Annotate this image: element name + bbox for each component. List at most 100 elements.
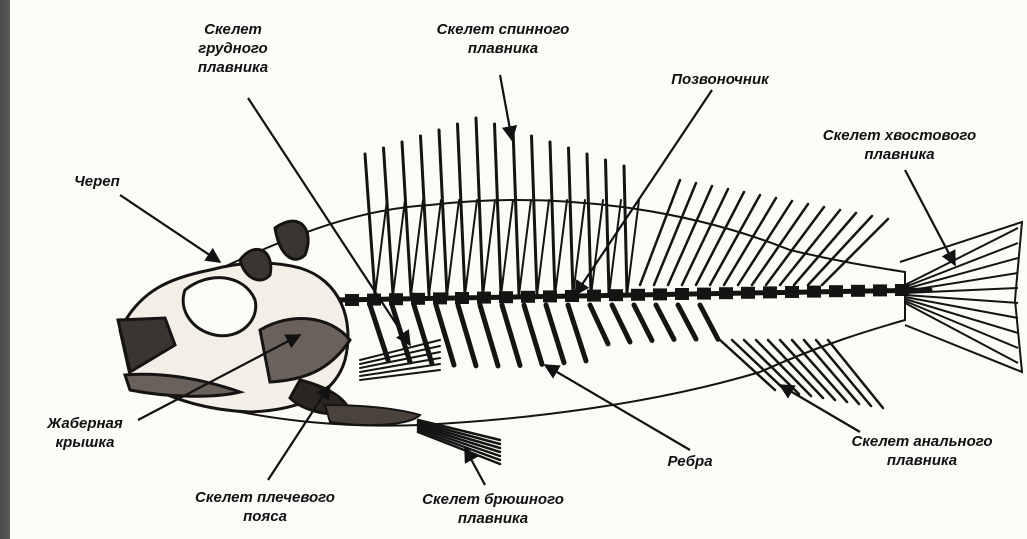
soft-dorsal-ray bbox=[738, 201, 792, 285]
label-anal-fin: Скелет анального плавника bbox=[822, 432, 1022, 470]
rib bbox=[436, 305, 454, 365]
dorsal-spine bbox=[532, 136, 538, 295]
label-dorsal-fin: Скелет спинного плавника bbox=[418, 20, 588, 58]
pterygiophore bbox=[411, 200, 423, 295]
caudal-ray bbox=[905, 295, 1018, 303]
vertebra bbox=[433, 292, 447, 304]
soft-dorsal-fin-rays bbox=[640, 180, 888, 285]
dorsal-spine bbox=[569, 148, 574, 295]
rib bbox=[524, 305, 542, 364]
rib bbox=[546, 305, 564, 363]
ribs bbox=[360, 305, 718, 380]
pterygiophore bbox=[519, 200, 531, 295]
soft-dorsal-ray bbox=[794, 213, 856, 285]
pterygiophore bbox=[483, 200, 495, 295]
label-ribs: Ребра bbox=[650, 452, 730, 471]
dorsal-fin-rays bbox=[365, 118, 639, 295]
rib bbox=[502, 305, 520, 365]
caudal-ray bbox=[905, 299, 1018, 333]
pterygiophore bbox=[609, 200, 621, 295]
pterygiophore bbox=[501, 200, 513, 295]
vertebra bbox=[719, 287, 733, 299]
label-operculum: Жаберная крышка bbox=[30, 414, 140, 452]
caudal-ray bbox=[905, 303, 1018, 363]
pterygiophore bbox=[591, 200, 603, 295]
label-line: плавника bbox=[178, 58, 288, 77]
rib bbox=[634, 305, 652, 340]
pterygiophore bbox=[429, 200, 441, 295]
vertebra bbox=[697, 288, 711, 300]
rib bbox=[700, 305, 718, 339]
anal-ray bbox=[720, 340, 775, 390]
label-pelvic-fin: Скелет брюшного плавника bbox=[398, 490, 588, 528]
label-skull: Череп bbox=[62, 172, 132, 191]
skull bbox=[118, 221, 350, 414]
label-line: крышка bbox=[30, 433, 140, 452]
label-line: Скелет bbox=[178, 20, 288, 39]
soft-dorsal-ray bbox=[766, 207, 824, 285]
rib bbox=[656, 305, 674, 339]
vertebra bbox=[807, 286, 821, 298]
label-line: Жаберная bbox=[30, 414, 140, 433]
caudal-fin bbox=[900, 222, 1022, 372]
rib bbox=[480, 305, 498, 366]
vertebra bbox=[741, 287, 755, 299]
pelvic-fin-rays bbox=[418, 420, 500, 464]
vertebra bbox=[873, 284, 887, 296]
label-line: Скелет хвостового bbox=[812, 126, 987, 145]
vertebra bbox=[763, 286, 777, 298]
dorsal-spine bbox=[365, 154, 375, 295]
shoulder-girdle bbox=[325, 405, 420, 425]
soft-dorsal-ray bbox=[822, 219, 888, 285]
vertebra bbox=[785, 286, 799, 298]
label-spine: Позвоночник bbox=[655, 70, 785, 89]
pterygiophore bbox=[537, 200, 549, 295]
pterygiophore bbox=[447, 200, 459, 295]
anal-ray bbox=[816, 340, 871, 406]
soft-dorsal-ray bbox=[780, 210, 840, 285]
pterygiophore bbox=[555, 200, 567, 295]
label-pectoral-fin: Скелет грудного плавника bbox=[178, 20, 288, 77]
vertebra bbox=[829, 285, 843, 297]
dorsal-spine bbox=[495, 124, 502, 295]
label-line: Скелет плечевого bbox=[160, 488, 370, 507]
vertebra bbox=[345, 294, 359, 306]
pterygiophore bbox=[573, 200, 585, 295]
rib bbox=[678, 305, 696, 339]
anal-ray bbox=[828, 340, 883, 408]
label-line: Скелет анального bbox=[822, 432, 1022, 451]
rib bbox=[458, 305, 476, 366]
vertebra bbox=[587, 290, 601, 302]
rib bbox=[568, 305, 586, 361]
soft-dorsal-ray bbox=[808, 216, 872, 285]
pterygiophore bbox=[375, 200, 387, 295]
rib bbox=[370, 305, 388, 360]
soft-dorsal-ray bbox=[752, 204, 808, 285]
vertebra bbox=[631, 289, 645, 301]
caudal-ray bbox=[905, 243, 1018, 287]
anal-ray bbox=[732, 340, 787, 392]
dorsal-spine bbox=[624, 166, 627, 295]
label-line: Скелет брюшного bbox=[398, 490, 588, 509]
rib bbox=[612, 305, 630, 342]
vertebra bbox=[521, 291, 535, 303]
label-line: плавника bbox=[812, 145, 987, 164]
vertebra bbox=[609, 289, 623, 301]
caudal-ray bbox=[905, 258, 1018, 289]
caudal-fin-rays bbox=[905, 228, 1018, 363]
vertebra bbox=[455, 292, 469, 304]
vertebra bbox=[675, 288, 689, 300]
label-line: пояса bbox=[160, 507, 370, 526]
dorsal-spine bbox=[606, 160, 610, 295]
label-line: грудного bbox=[178, 39, 288, 58]
label-caudal-fin: Скелет хвостового плавника bbox=[812, 126, 987, 164]
pterygiophore bbox=[465, 200, 477, 295]
dorsal-spine bbox=[550, 142, 555, 295]
rib bbox=[590, 305, 608, 344]
label-line: плавника bbox=[418, 39, 588, 58]
label-shoulder-girdle: Скелет плечевого пояса bbox=[160, 488, 370, 526]
label-line: Скелет спинного bbox=[418, 20, 588, 39]
label-line: плавника bbox=[822, 451, 1022, 470]
vertebra bbox=[851, 285, 865, 297]
dorsal-spine bbox=[513, 130, 519, 295]
